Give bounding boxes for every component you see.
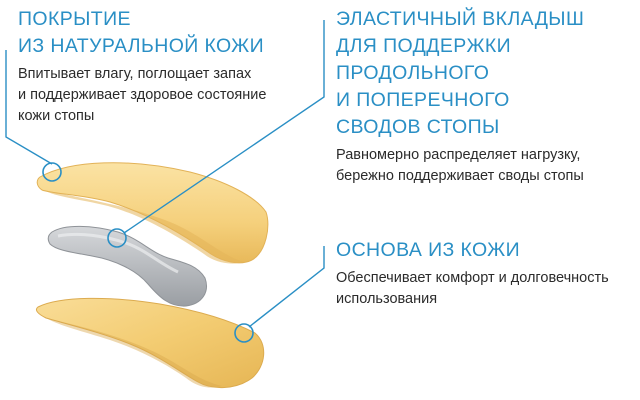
elastic-insert-layer <box>47 225 207 307</box>
callout-leather-base <box>234 246 325 343</box>
description-line: Равномерно распределяет нагрузку, <box>336 147 581 163</box>
description-line: бережно поддерживает своды стопы <box>336 168 584 184</box>
label-elastic-insert-title: ЭЛАСТИЧНЫЙ ВКЛАДЫШ ДЛЯ ПОДДЕРЖКИ ПРОДОЛЬ… <box>336 6 584 141</box>
title-line: ДЛЯ ПОДДЕРЖКИ <box>336 35 512 57</box>
description-line: и поддерживает здоровое состояние <box>18 87 267 103</box>
bottom-leather-layer <box>35 297 265 388</box>
description-line: кожи стопы <box>18 108 95 124</box>
title-line: ИЗ НАТУРАЛЬНОЙ КОЖИ <box>18 35 264 57</box>
callout-top-leather <box>5 50 62 182</box>
title-line: ПОКРЫТИЕ <box>18 8 131 30</box>
title-line: И ПОПЕРЕЧНОГО <box>336 89 510 111</box>
label-top-leather-description: Впитывает влагу, поглощает запах и подде… <box>18 64 266 127</box>
description-line: Впитывает влагу, поглощает запах <box>18 66 252 82</box>
label-leather-base-description: Обеспечивает комфорт и долговечность исп… <box>336 268 609 310</box>
label-leather-base: ОСНОВА ИЗ КОЖИ Обеспечивает комфорт и до… <box>336 237 609 310</box>
title-line: СВОДОВ СТОПЫ <box>336 116 500 138</box>
marker-circle-top-leather <box>42 162 62 182</box>
label-elastic-insert-description: Равномерно распределяет нагрузку, бережн… <box>336 145 584 187</box>
description-line: использования <box>336 291 438 307</box>
title-line: ПРОДОЛЬНОГО <box>336 62 490 84</box>
title-line: ОСНОВА ИЗ КОЖИ <box>336 239 520 261</box>
marker-circle-leather-base <box>234 323 254 343</box>
marker-circle-elastic-insert <box>107 228 127 248</box>
label-top-leather: ПОКРЫТИЕ ИЗ НАТУРАЛЬНОЙ КОЖИ Впитывает в… <box>18 6 266 127</box>
title-line: ЭЛАСТИЧНЫЙ ВКЛАДЫШ <box>336 8 585 30</box>
description-line: Обеспечивает комфорт и долговечность <box>336 270 609 286</box>
label-leather-base-title: ОСНОВА ИЗ КОЖИ <box>336 237 609 264</box>
label-top-leather-title: ПОКРЫТИЕ ИЗ НАТУРАЛЬНОЙ КОЖИ <box>18 6 266 60</box>
label-elastic-insert: ЭЛАСТИЧНЫЙ ВКЛАДЫШ ДЛЯ ПОДДЕРЖКИ ПРОДОЛЬ… <box>336 6 584 187</box>
callout-elastic-insert <box>107 20 325 248</box>
